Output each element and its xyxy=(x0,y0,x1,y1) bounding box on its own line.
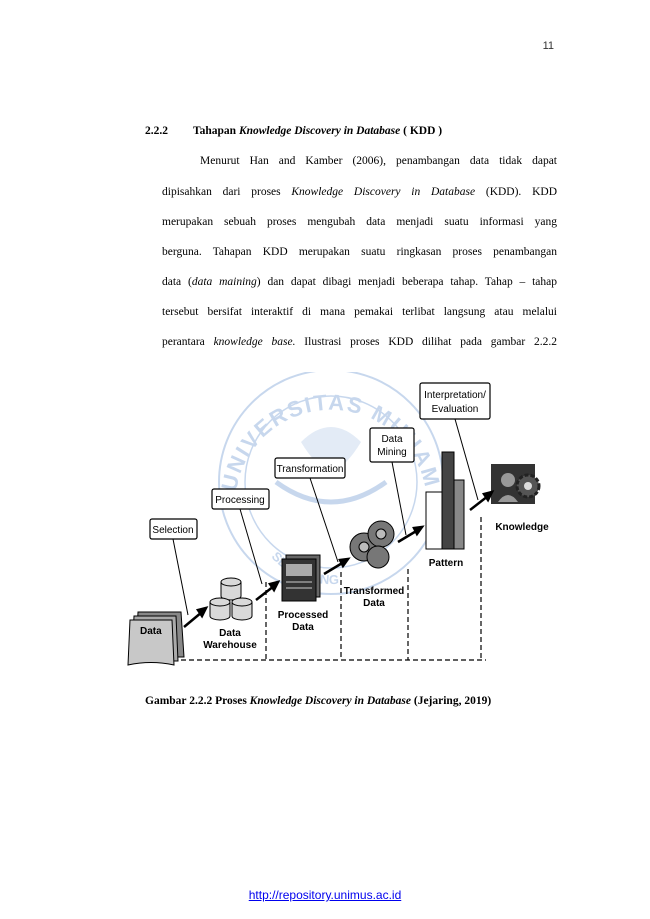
figure-caption: Gambar 2.2.2 Proses Knowledge Discovery … xyxy=(145,695,492,707)
flow-arrows xyxy=(183,490,495,628)
label-warehouse-1: Data xyxy=(219,628,241,639)
heading-prefix: Tahapan xyxy=(193,125,239,137)
knowledge-icon xyxy=(491,464,541,504)
page-number: 11 xyxy=(542,40,554,52)
paragraph-line-4: berguna. Tahapan KDD merupakan suatu rin… xyxy=(162,246,557,258)
label-selection: Selection xyxy=(152,525,193,536)
paragraph-line-3: merupakan sebuah proses mengubah data me… xyxy=(162,216,557,228)
section-number: 2.2.2 xyxy=(145,125,168,137)
paragraph-line-6: tersebut bersifat interaktif di mana pem… xyxy=(162,306,557,318)
label-pattern: Pattern xyxy=(429,558,463,569)
label-knowledge: Knowledge xyxy=(495,522,549,533)
label-data-mining-1: Data xyxy=(381,434,403,445)
label-processing: Processing xyxy=(215,495,264,506)
pattern-bars-icon xyxy=(425,451,465,550)
label-transformed-1: Transformed xyxy=(344,586,405,597)
paragraph-line-1: Menurut Han and Kamber (2006), penambang… xyxy=(200,155,557,167)
paragraph-line-7: perantara knowledge base. Ilustrasi pros… xyxy=(162,336,557,348)
transformed-data-icon xyxy=(349,520,395,569)
label-transformation: Transformation xyxy=(277,464,344,475)
section-heading: 2.2.2 Tahapan Knowledge Discovery in Data… xyxy=(145,125,442,137)
label-processed-1: Processed xyxy=(278,610,329,621)
label-processed-2: Data xyxy=(292,622,314,633)
callout-lines xyxy=(172,418,479,616)
heading-italic: Knowledge Discovery in Database xyxy=(238,125,401,137)
data-document-icon: Data xyxy=(127,611,185,666)
repository-link[interactable]: http://repository.unimus.ac.id xyxy=(248,888,402,902)
label-transformed-2: Data xyxy=(363,598,385,609)
paragraph-line-2: dipisahkan dari proses Knowledge Discove… xyxy=(162,186,557,198)
label-warehouse-2: Warehouse xyxy=(203,640,257,651)
paragraph-line-5: data (data maining) dan dapat dibagi men… xyxy=(162,276,557,288)
label-data-mining-2: Mining xyxy=(377,447,406,458)
heading-suffix: ( KDD ) xyxy=(400,125,443,137)
label-interpretation-2: Evaluation xyxy=(432,404,479,415)
label-data: Data xyxy=(140,626,162,637)
step-boxes xyxy=(149,382,491,540)
feedback-lines xyxy=(141,517,486,661)
data-warehouse-icon xyxy=(209,577,253,621)
kdd-process-diagram: UNIVERSITAS MUHAMMADIYAH SEMARANG Select… xyxy=(126,372,549,666)
processed-data-icon xyxy=(281,554,321,602)
label-interpretation-1: Interpretation/ xyxy=(424,390,486,401)
